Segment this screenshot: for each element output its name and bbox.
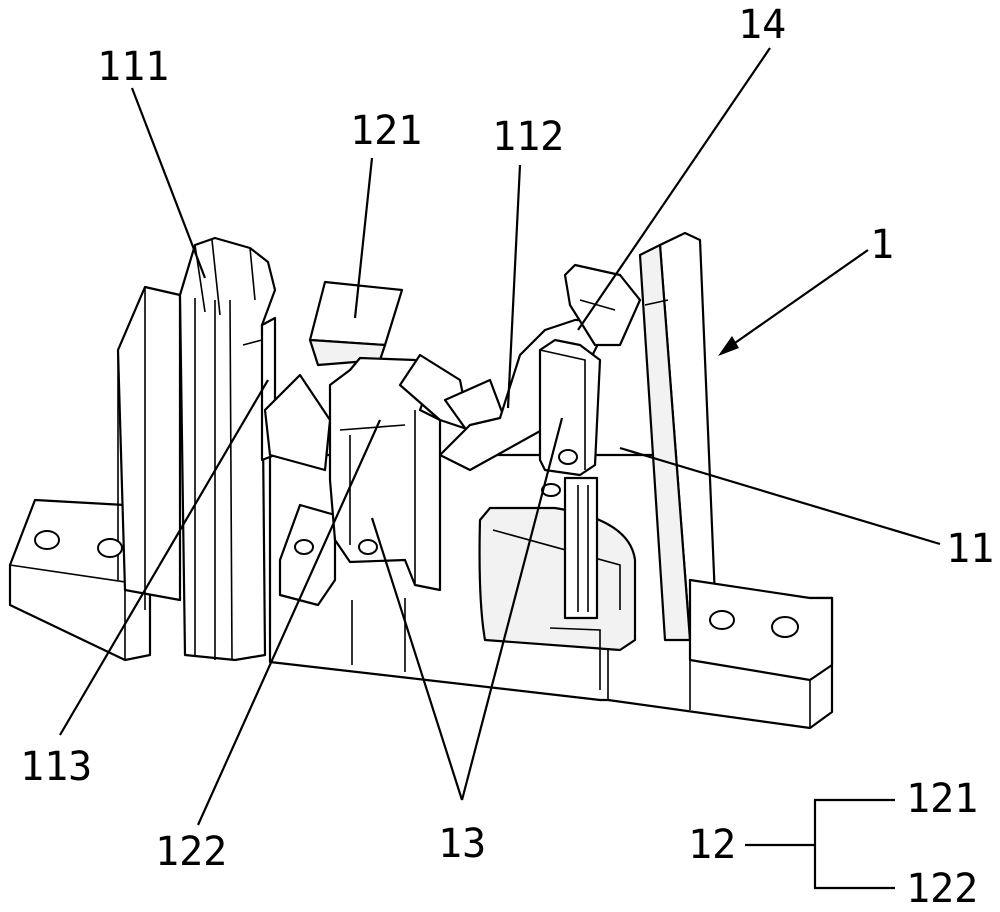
label-14: 14 (738, 2, 786, 48)
leader-lines (59, 47, 941, 826)
block-14 (563, 263, 642, 347)
legend-root-label: 12 (688, 822, 736, 868)
block-121 (308, 280, 404, 367)
label-121: 121 (350, 108, 422, 154)
label-111: 111 (97, 44, 169, 90)
label-113: 113 (20, 744, 92, 790)
label-112: 112 (492, 114, 564, 160)
mounting-holes (34, 449, 799, 638)
label-13: 13 (438, 821, 486, 867)
label-1: 1 (870, 222, 894, 268)
label-11: 11 (946, 526, 994, 572)
reference-numerals: 111 121 112 14 1 11 113 122 13 (20, 2, 994, 875)
legend-bracket: 12 121 122 (688, 776, 978, 912)
label-122: 122 (155, 829, 227, 875)
legend-child-a-label: 121 (906, 776, 978, 822)
legend-child-b-label: 122 (906, 866, 978, 912)
